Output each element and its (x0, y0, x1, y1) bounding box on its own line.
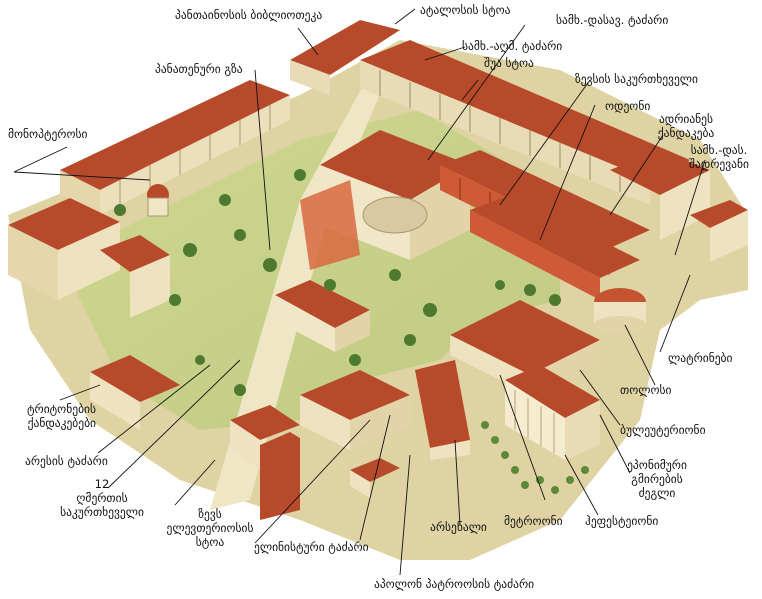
stoa-of-attalos (360, 40, 690, 180)
temple-of-ares (275, 280, 370, 328)
arsenal (415, 360, 470, 448)
panathenaic-way (210, 55, 395, 510)
label-hadrian-line2: ქანდაკება (657, 126, 715, 140)
label-southwest-temple: სამხ.-დასავ. ტაძარი (556, 13, 669, 27)
label-middle-stoa: შუა სტოა (484, 56, 534, 70)
label-temple-of-ares: არესის ტაძარი (25, 454, 108, 468)
tritons-building (90, 355, 180, 402)
stoa-of-zeus (230, 405, 300, 440)
label-tritons-line1: ტრიტონების (27, 402, 96, 416)
label-tritons-line2: ქანდაკებები (27, 416, 96, 430)
label-fountain-line1: სამხ.-დას. (690, 143, 748, 157)
library-of-pantainos (290, 20, 400, 75)
label-southwest-fountain: სამხ.-დას. შადრევანი (680, 143, 758, 171)
south-stoa (470, 195, 640, 278)
label-stoa-of-attalos: ატალოსის სტოა (420, 3, 511, 17)
label-altar-of-zeus: ზევსის საკურთხეველი (575, 72, 698, 86)
label-hadrian-line1: ადრიანეს (658, 112, 714, 126)
label-eponymous-heroes: ეპონიმური გმირების ძეგლი (612, 458, 702, 500)
label-stoa-of-zeus: ზევს ელევთერიოსის სტოა (160, 507, 260, 549)
label-eponymous-line1: ეპონიმური (627, 458, 687, 472)
label-twelve-line3: საკურთხეველი (60, 505, 144, 519)
middle-stoa (440, 150, 650, 248)
label-latrines: ლატრინები (668, 351, 733, 365)
label-hellenistic-temple: ელინისტური ტაძარი (254, 540, 369, 554)
label-temple-of-apollo: აპოლონ პატროოსის ტაძარი (374, 577, 535, 591)
label-altar-twelve-gods: 12 ღმერთის საკურთხეველი (52, 477, 152, 519)
label-pantainos-library: პანთაინოსის ბიბლიოთეკა (175, 8, 323, 22)
bouleuterion (450, 300, 600, 375)
label-zeus-stoa-line2: ელევთერიოსის (166, 521, 254, 535)
hellenistic-temple (300, 370, 410, 420)
label-fountain-line2: შადრევანი (689, 157, 749, 171)
label-monopteros: მონოპტეროსი (8, 127, 88, 141)
odeion (320, 130, 470, 200)
label-southeast-temple: სამხ.-აღმ. ტაძარი (462, 39, 563, 53)
temple-of-apollo (350, 458, 400, 482)
label-panathenaic-way: პანათენური გზა (155, 62, 243, 76)
label-bouleuterion: ბულეუტერიონი (620, 423, 706, 437)
label-eponymous-line3: ძეგლი (638, 486, 676, 500)
label-zeus-stoa-line3: სტოა (195, 535, 225, 549)
label-tritons-statues: ტრიტონების ქანდაკებები (6, 402, 96, 430)
north-stoa (60, 80, 290, 190)
label-arsenal: არსენალი (430, 520, 487, 534)
label-hadrian-statue: ადრიანეს ქანდაკება (646, 112, 726, 140)
southeast-fountain-building (610, 150, 710, 195)
southwest-building (8, 198, 120, 250)
hephaisteion (505, 365, 600, 418)
label-eponymous-line2: გმირების (631, 472, 683, 486)
label-odeion: ოდეონი (605, 99, 651, 113)
label-hephaisteion: ჰეფესტეიონი (585, 514, 659, 528)
label-metroon: მეტროონი (504, 514, 563, 528)
leader-lines (13, 8, 706, 576)
label-zeus-stoa-line1: ზევს (198, 507, 222, 521)
trees (114, 169, 561, 396)
label-tholos: თოლოსი (620, 383, 672, 397)
label-twelve-line1: 12 (94, 477, 110, 491)
label-twelve-line2: ღმერთის (76, 491, 128, 505)
